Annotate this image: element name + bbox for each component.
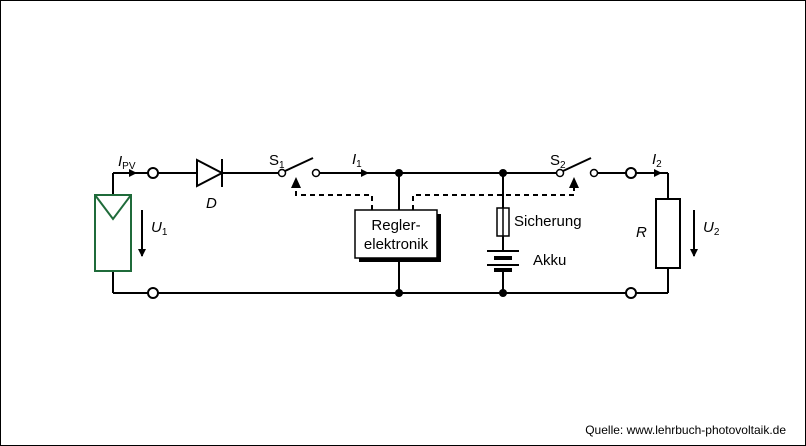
junction-top-battery [499, 169, 507, 177]
control-line-s2 [412, 186, 575, 210]
resistor-icon [655, 198, 681, 269]
label-i2: I2 [652, 151, 662, 170]
wires [112, 172, 669, 294]
label-sicherung: Sicherung [514, 213, 582, 230]
switch-s1-icon [277, 157, 321, 178]
label-diode: D [206, 195, 217, 212]
control-arrow-s2 [569, 177, 579, 188]
terminal-load-top [625, 167, 637, 179]
source-credit: Quelle: www.lehrbuch-photovoltaik.de [585, 423, 786, 437]
control-arrow-s1 [291, 177, 301, 188]
label-akku: Akku [533, 252, 566, 269]
battery-icon [487, 250, 519, 272]
switch-s2-icon [555, 157, 599, 178]
terminal-pv-top [147, 167, 159, 179]
voltage-arrows [138, 210, 698, 257]
label-r: R [636, 224, 647, 241]
terminals [147, 167, 637, 299]
junctions [395, 169, 507, 297]
regler-label-line1: Regler- [371, 217, 420, 234]
junction-bottom-regler [395, 289, 403, 297]
terminal-pv-bottom [147, 287, 159, 299]
terminal-load-bottom [625, 287, 637, 299]
regler-block: Regler- elektronik [354, 209, 441, 262]
label-u1: U1 [151, 219, 168, 238]
label-s2: S2 [550, 152, 566, 171]
regler-label-line2: elektronik [364, 236, 429, 253]
diode-icon [196, 158, 225, 188]
junction-bottom-battery [499, 289, 507, 297]
junction-top-regler [395, 169, 403, 177]
control-line-s1 [295, 186, 373, 210]
label-u2: U2 [703, 219, 720, 238]
fuse-icon [496, 207, 510, 237]
label-i1: I1 [352, 151, 362, 170]
labels: IPV D S1 I1 U1 Sicherung Akku S2 I2 R U2 [118, 151, 720, 269]
label-s1: S1 [269, 152, 285, 171]
pv-module-icon [94, 194, 132, 272]
control-lines [291, 177, 579, 210]
regler-box [354, 209, 438, 259]
label-ipv: IPV [118, 153, 136, 172]
